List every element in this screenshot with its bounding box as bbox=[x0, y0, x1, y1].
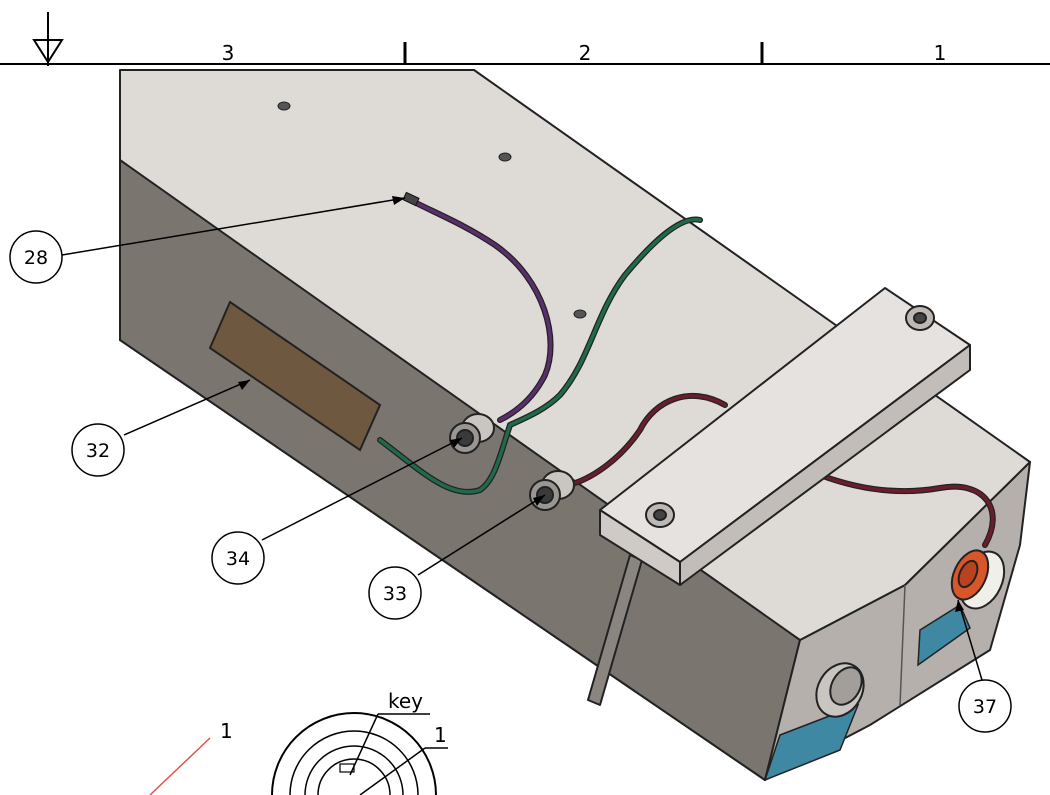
balloon-33-label: 33 bbox=[383, 583, 407, 605]
balloon-28: 28 bbox=[9, 196, 406, 284]
clamp-bar bbox=[587, 287, 971, 706]
zone-label-3: 3 bbox=[222, 41, 235, 65]
front-plug-left bbox=[815, 662, 865, 718]
balloon-28-label: 28 bbox=[24, 247, 48, 269]
zone-label-1: 1 bbox=[934, 41, 947, 65]
datum-symbol-icon bbox=[32, 12, 64, 66]
balloon-37-label: 37 bbox=[973, 696, 997, 718]
red-leader-line bbox=[149, 737, 211, 795]
wire-harness bbox=[377, 191, 996, 548]
connector-37 bbox=[950, 549, 1006, 610]
hole-icon bbox=[277, 101, 291, 111]
key-label: key bbox=[388, 689, 423, 713]
ref-label: 1 bbox=[434, 723, 447, 747]
connector-34 bbox=[449, 413, 495, 454]
hole-icon bbox=[573, 309, 587, 319]
balloon-33: 33 bbox=[368, 494, 546, 620]
balloon-32: 32 bbox=[71, 379, 251, 477]
balloon-34: 34 bbox=[211, 437, 463, 585]
red-ref-label: 1 bbox=[220, 719, 233, 743]
label-plate bbox=[208, 300, 382, 452]
balloon-34-label: 34 bbox=[226, 548, 250, 570]
balloon-37: 37 bbox=[955, 599, 1012, 733]
hole-icon bbox=[498, 152, 512, 162]
connector-face-outer bbox=[271, 712, 437, 795]
mounting-holes bbox=[277, 101, 587, 319]
zone-label-2: 2 bbox=[579, 41, 592, 65]
blue-panel-right bbox=[917, 603, 971, 667]
zone-bar: 3 2 1 bbox=[0, 41, 1050, 65]
detail-view: 1 key 1 bbox=[149, 689, 448, 795]
balloon-32-label: 32 bbox=[86, 440, 110, 462]
